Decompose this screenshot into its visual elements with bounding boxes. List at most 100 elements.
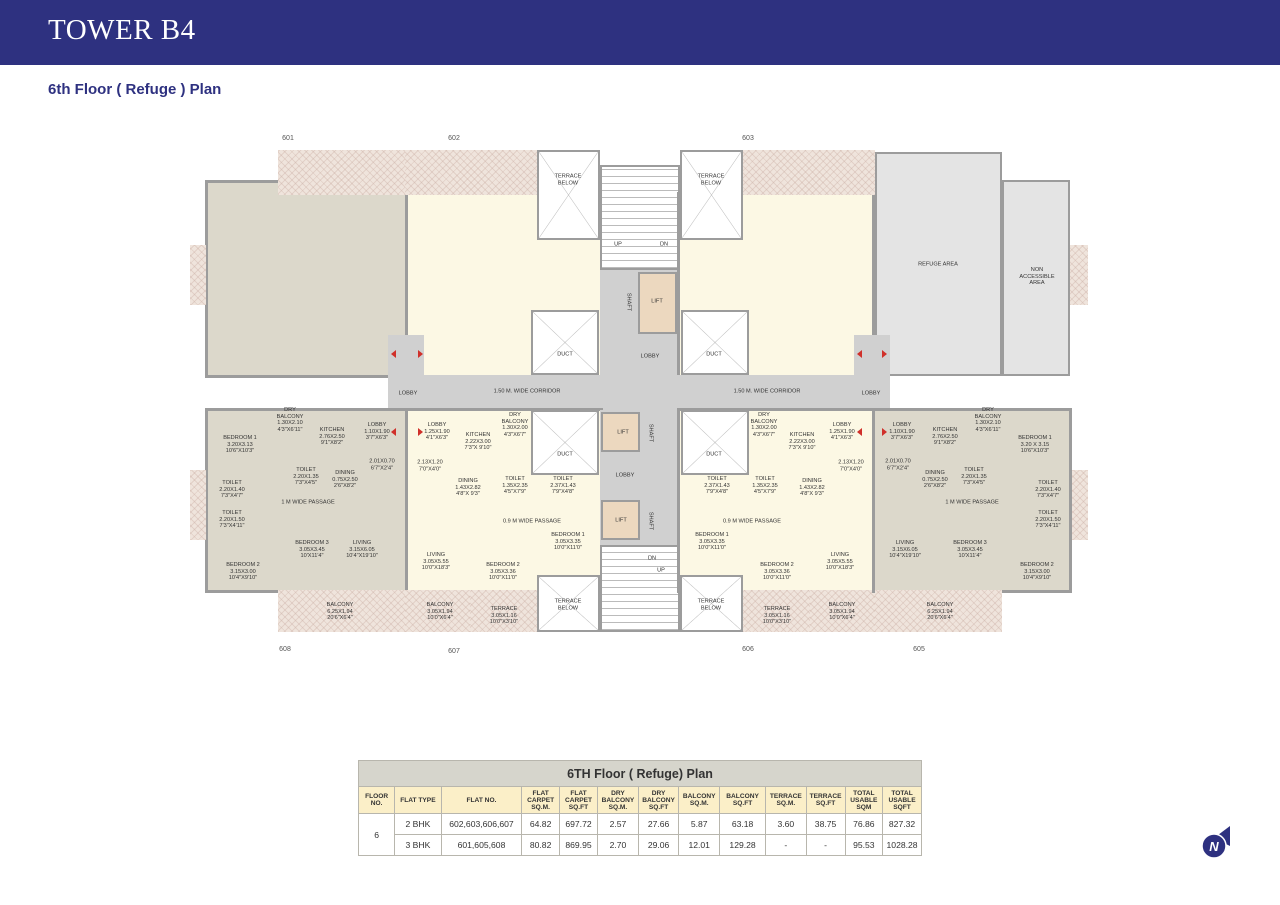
page-title: TOWER B4	[48, 14, 196, 46]
non-accessible-area	[1002, 180, 1070, 376]
room-label: TERRACE BELOW	[554, 598, 582, 611]
balcony	[405, 150, 537, 195]
header-bar: TOWER B4	[0, 0, 1280, 65]
room-label: SHAFT	[625, 292, 632, 312]
room-label: LOBBY	[398, 390, 418, 397]
entry-arrow-icon	[882, 428, 887, 436]
room-label: LOBBY 1.10X1.90 3'7"X6'3"	[364, 422, 390, 442]
column-header: FLOOR NO.	[357, 786, 396, 814]
table-cell: 2 BHK	[394, 813, 442, 835]
room-label: KITCHEN 2.76X2.50 9'1"X8'2"	[932, 427, 958, 447]
unit-608	[205, 408, 410, 593]
room-label: 2.01X0.70 6'7"X2'4"	[885, 458, 911, 471]
lift	[601, 412, 640, 452]
column-header: TERRACE SQ.FT	[805, 786, 846, 814]
room-label: LIVING 3.15X6.05 10'4"X19'10"	[889, 540, 921, 560]
room-label: DRY BALCONY 1.30X2.00 4'3"X6'7"	[501, 411, 529, 438]
room-label: SHAFT	[647, 423, 654, 443]
unit-number: 607	[448, 648, 460, 655]
balcony	[743, 150, 875, 195]
room-label: 0.9 M WIDE PASSAGE	[502, 518, 562, 525]
room-label: KITCHEN 2.22X3.00 7'3"X 9'10"	[788, 432, 816, 452]
room-label: TOILET 2.20X1.40 7'3"X4'7"	[219, 480, 245, 500]
table-cell: 3 BHK	[394, 834, 442, 856]
terrace	[743, 590, 810, 632]
room-label: DN	[659, 241, 669, 248]
room-label: 0.9 M WIDE PASSAGE	[722, 518, 782, 525]
room-label: 1 M WIDE PASSAGE	[945, 499, 999, 506]
room-label: BEDROOM 3 3.05X3.45 10'X11'4"	[295, 540, 329, 560]
staircase	[600, 545, 680, 632]
entry-arrow-icon	[391, 428, 396, 436]
area-table: 6TH Floor ( Refuge) Plan FLOOR NO.FLAT T…	[357, 760, 922, 856]
table-cell: -	[765, 834, 807, 856]
column-header: FLAT CARPET SQ.FT	[558, 786, 599, 814]
room-label: DUCT	[557, 451, 573, 458]
room-label: KITCHEN 2.76X2.50 9'1"X8'2"	[319, 427, 345, 447]
table-row: 3 BHK 601,605,608 80.82 869.95 2.70 29.0…	[359, 834, 922, 856]
room-label: LOBBY	[615, 472, 635, 479]
room-label: BEDROOM 1 3.20X3.13 10'6"X10'3"	[223, 435, 257, 455]
column-header: TOTAL USABLE SQFT	[882, 786, 922, 814]
table-cell: 129.28	[719, 834, 767, 856]
room-label: BALCONY 6.25X1.94 20'6"X6'4"	[926, 602, 954, 622]
table-cell: 827.32	[882, 813, 922, 835]
unit-number: 601	[282, 135, 294, 142]
terrace-below	[680, 575, 743, 632]
terrace-below	[537, 575, 600, 632]
room-label: DRY BALCONY 1.30X2.10 4'3"X6'11"	[276, 406, 304, 433]
room-label: TOILET 2.37X1.43 7'9"X4'8"	[704, 476, 730, 496]
table-cell: 697.72	[558, 813, 599, 835]
compass-north-logo-icon: N	[1201, 826, 1230, 859]
floor-plan: 601 602 603 608 607 606 605 BEDROOM 1 3.…	[190, 135, 1088, 655]
table-cell: 12.01	[678, 834, 721, 856]
column-header: DRY BALCONY SQ.FT	[637, 786, 680, 814]
room-label: LOBBY 1.25X1.90 4'1"X6'3"	[829, 422, 855, 442]
balcony	[875, 590, 1002, 632]
table-cell: 29.06	[637, 834, 680, 856]
room-label: BALCONY 3.05X1.94 10'0"X6'4"	[828, 602, 856, 622]
unit-number: 606	[742, 646, 754, 653]
entry-arrow-icon	[391, 350, 396, 358]
terrace-below	[537, 150, 600, 240]
lift	[601, 500, 640, 540]
unit-number: 605	[913, 646, 925, 653]
room-label: DN	[647, 555, 657, 562]
page-subtitle: 6th Floor ( Refuge ) Plan	[48, 81, 222, 98]
room-label: BEDROOM 2 3.15X3.00 10'4"X9'10"	[226, 562, 260, 582]
table-cell: 80.82	[521, 834, 560, 856]
column-header: DRY BALCONY SQ.M.	[597, 786, 639, 814]
room-label: BALCONY 6.25X1.94 20'6"X6'4"	[326, 602, 354, 622]
table-caption: 6TH Floor ( Refuge) Plan	[358, 760, 922, 787]
room-label: BALCONY 3.05X1.94 10'0"X6'4"	[426, 602, 454, 622]
entry-arrow-icon	[857, 428, 862, 436]
terrace-below	[680, 150, 743, 240]
refuge-area	[875, 152, 1002, 376]
column-header: FLAT CARPET SQ.M.	[521, 786, 560, 814]
balcony	[190, 470, 206, 540]
room-label: LIVING 3.05X5.55 10'0"X18'3"	[421, 552, 451, 572]
duct	[681, 310, 749, 375]
table-cell: 95.53	[844, 834, 884, 856]
room-label: DUCT	[706, 451, 722, 458]
room-label: 2.01X0.70 6'7"X2'4"	[369, 458, 395, 471]
entry-arrow-icon	[882, 350, 887, 358]
room-label: TOILET 2.20X1.50 7'3"X4'11"	[1035, 510, 1061, 530]
room-label: KITCHEN 2.22X3.00 7'3"X 9'10"	[464, 432, 492, 452]
table-cell: 38.75	[805, 813, 846, 835]
room-label: 1 M WIDE PASSAGE	[281, 499, 335, 506]
duct	[531, 410, 599, 475]
room-label: DINING 0.75X2.50 2'6"X8'2"	[332, 470, 358, 490]
balcony	[810, 590, 875, 632]
balcony	[1072, 470, 1088, 540]
terrace	[470, 590, 537, 632]
room-label: DINING 0.75X2.50 2'6"X8'2"	[922, 470, 948, 490]
room-label: BEDROOM 1 3.05X3.35 10'0"X11'0"	[695, 532, 729, 552]
room-label: UP	[657, 567, 665, 574]
room-label: TOILET 2.37X1.43 7'9"X4'8"	[550, 476, 576, 496]
room-label: LIVING 3.05X5.55 10'0"X18'3"	[825, 552, 855, 572]
table-cell: 5.87	[678, 813, 721, 835]
duct	[681, 410, 749, 475]
unit-601	[205, 180, 410, 378]
room-label: LOBBY	[640, 353, 660, 360]
